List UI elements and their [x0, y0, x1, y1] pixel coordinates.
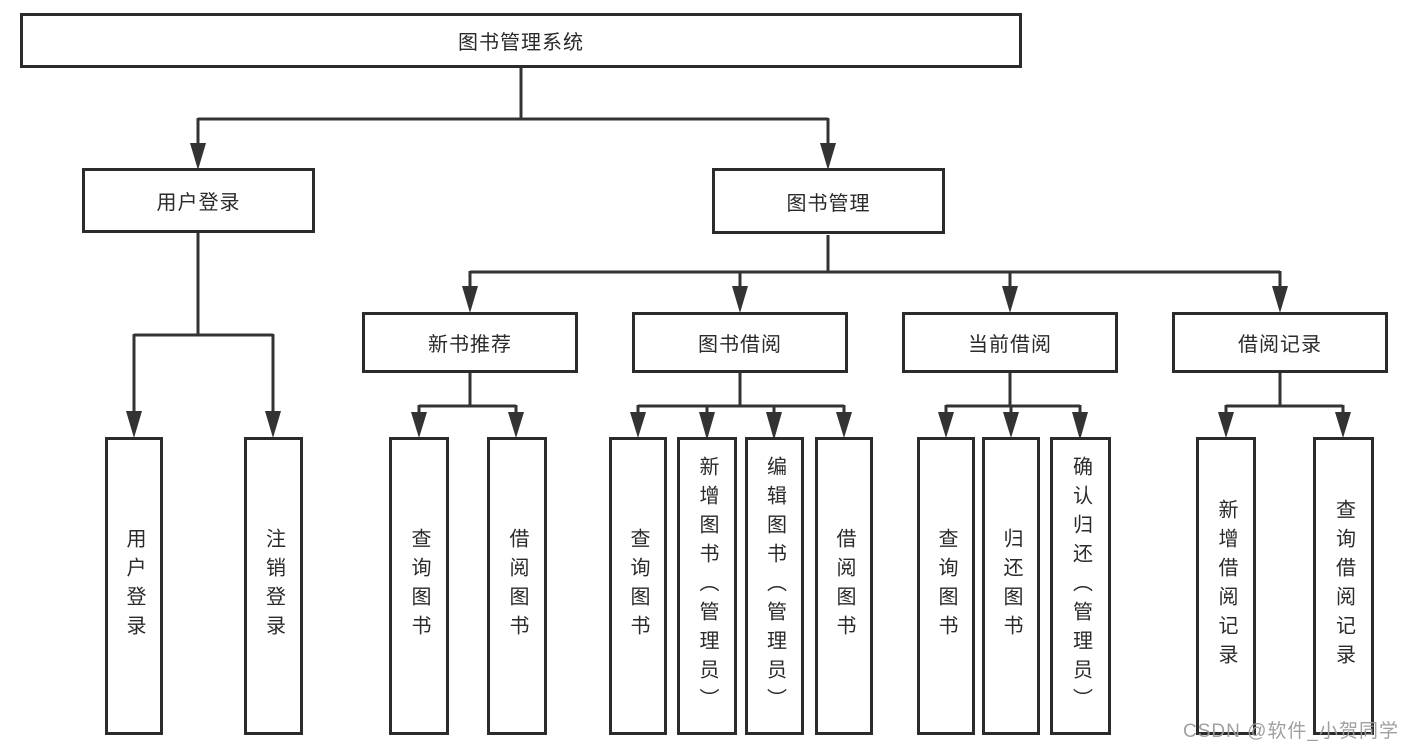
leaf-confirm-return-admin: 确认归还（管理员）	[1050, 437, 1111, 735]
node-library-system: 图书管理系统	[20, 13, 1022, 68]
connector-user-login	[132, 233, 275, 416]
node-current-borrow: 当前借阅	[902, 312, 1118, 373]
node-book-borrow: 图书借阅	[632, 312, 848, 373]
connector-root	[196, 68, 830, 148]
node-book-management: 图书管理	[712, 168, 945, 234]
connector-current-borrow	[944, 373, 1082, 416]
leaf-query-borrow-record: 查询借阅记录	[1313, 437, 1374, 735]
arrowheads-level2	[190, 143, 836, 170]
connector-borrow-records	[1224, 373, 1345, 416]
leaf-return-books: 归还图书	[982, 437, 1040, 735]
connector-book-borrow	[636, 373, 846, 416]
csdn-watermark: CSDN @软件_小贺同学	[1183, 721, 1399, 742]
leaf-borrow-books: 借阅图书	[815, 437, 873, 735]
leaf-recommend-borrow-books: 借阅图书	[487, 437, 547, 735]
arrowheads-user-login	[126, 411, 281, 438]
leaf-logout: 注销登录	[244, 437, 303, 735]
leaf-user-login: 用户登录	[105, 437, 163, 735]
leaf-edit-books-admin: 编辑图书（管理员）	[745, 437, 804, 735]
node-user-login: 用户登录	[82, 168, 315, 233]
node-borrow-records: 借阅记录	[1172, 312, 1388, 373]
leaf-add-borrow-record: 新增借阅记录	[1196, 437, 1256, 735]
arrowheads-book-borrow	[630, 412, 852, 440]
leaf-recommend-query-books: 查询图书	[389, 437, 449, 735]
leaf-borrow-query-books: 查询图书	[609, 437, 667, 735]
arrowheads-level3	[462, 286, 1288, 313]
node-new-book-recommend: 新书推荐	[362, 312, 578, 373]
connector-book-management	[468, 235, 1282, 291]
arrowheads-current-borrow	[938, 412, 1088, 440]
connector-new-book-recommend	[417, 373, 518, 416]
arrowheads-borrow-records	[1218, 412, 1351, 438]
leaf-add-books-admin: 新增图书（管理员）	[677, 437, 737, 735]
leaf-current-query-books: 查询图书	[917, 437, 975, 735]
arrowheads-new-book-recommend	[411, 412, 524, 438]
